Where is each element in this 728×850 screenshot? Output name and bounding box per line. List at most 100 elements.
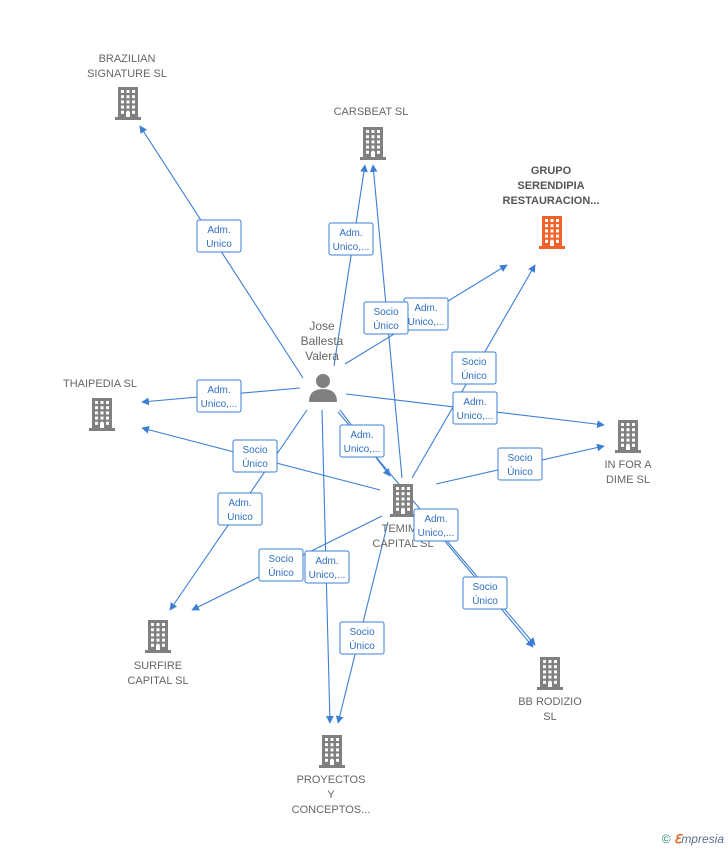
node-label-line: SURFIRE	[134, 660, 182, 672]
building-icon	[115, 87, 141, 120]
building-icon	[537, 657, 563, 690]
node-grupo[interactable]: GRUPOSERENDIPIARESTAURACION...	[503, 165, 600, 249]
edge-label-text: Único	[472, 594, 498, 607]
edge-label-text: Adm.	[414, 303, 437, 314]
node-inforadime[interactable]: IN FOR A DIME SL	[604, 420, 652, 486]
edge-labels-layer: Adm.UnicoAdm.Unico,...Adm.Unico,...Adm.U…	[196, 219, 543, 655]
edge-label-jose-to-brazilian[interactable]: Adm. Unico	[196, 219, 242, 253]
edge-label-text: Socio	[349, 627, 374, 638]
edge-label-jose-to-grupo[interactable]: Adm.Unico,...	[403, 297, 449, 331]
edge-label-text: Unico,...	[457, 411, 494, 422]
edge-label-text: Adm.	[339, 228, 362, 239]
building-icon	[319, 735, 345, 768]
edge-label-text: Unico,...	[344, 444, 381, 455]
copyright-symbol: ©	[661, 832, 671, 846]
node-label-line: GRUPO	[531, 165, 572, 177]
empresia-watermark: © ℇmpresia	[662, 832, 724, 846]
edge-label-box	[258, 548, 304, 582]
node-label-line: CARSBEAT SL	[334, 106, 409, 118]
person-icon	[309, 374, 337, 402]
edge-label-text: Único	[373, 319, 399, 332]
edge-label-jose-to-carsbeat[interactable]: Adm. Unico,...	[328, 222, 374, 256]
edge-label-text: Socio	[461, 357, 486, 368]
edge-label-text: Socio	[242, 445, 267, 456]
edge-label-jose-to-thaipedia[interactable]: Adm. Unico,...	[196, 379, 242, 413]
edge-label-text: Adm.	[207, 385, 230, 396]
node-label-line: THAIPEDIA SL	[63, 378, 137, 390]
node-label-line: RESTAURACION...	[503, 195, 600, 207]
edge-label-text: Único	[507, 465, 533, 478]
node-label-line: SL	[543, 711, 556, 723]
node-surfire[interactable]: SURFIRE CAPITAL SL	[127, 620, 189, 687]
node-label-line: BRAZILIAN	[99, 53, 156, 65]
edge-label-text: Unico	[206, 239, 232, 250]
node-label-line: Y	[327, 789, 335, 801]
node-label-line: CONCEPTOS...	[292, 804, 371, 816]
edge-label-box	[413, 508, 459, 542]
node-label-line: SIGNATURE SL	[87, 68, 167, 80]
nodes-layer: BRAZILIAN SIGNATURE SL CARSBEAT SL GRUPOSER…	[63, 53, 652, 816]
edge-label-box	[497, 447, 543, 481]
edge-label-text: Adm.	[424, 514, 447, 525]
edge-label-jose-to-proyectos[interactable]: Adm.Unico,...	[304, 550, 350, 584]
edge-label-text: Adm.	[315, 556, 338, 567]
building-icon	[145, 620, 171, 653]
edge-label-text: Adm.	[350, 430, 373, 441]
edge-label-box	[196, 379, 242, 413]
edge-label-text: Unico,...	[201, 399, 238, 410]
edge-label-text: Único	[349, 639, 375, 652]
building-icon	[615, 420, 641, 453]
edge-label-box	[462, 576, 508, 610]
edge-label-text: Adm.	[228, 498, 251, 509]
edge-label-jose-to-temima[interactable]: Adm. Unico,...	[339, 424, 385, 458]
node-label-line: IN FOR A	[604, 459, 652, 471]
edge-label-text: Unico,...	[333, 242, 370, 253]
node-label-line: Ballesta	[301, 334, 344, 348]
node-label-line: Jose	[309, 319, 335, 333]
node-thaipedia[interactable]: THAIPEDIA SL	[63, 378, 137, 431]
edge-label-box	[339, 621, 385, 655]
building-icon	[360, 127, 386, 160]
edge-label-text: Unico,...	[418, 528, 455, 539]
edge-label-text: Unico	[227, 512, 253, 523]
building-icon	[89, 398, 115, 431]
node-label-line: Valera	[305, 349, 339, 363]
edge-label-box	[339, 424, 385, 458]
edge-label-box	[232, 439, 278, 473]
edge-label-text: Adm.	[207, 225, 230, 236]
edge-label-box	[452, 391, 498, 425]
edge-label-jose-to-surfire[interactable]: Adm. Unico	[217, 492, 263, 526]
building-icon	[390, 484, 416, 517]
edge-label-box	[196, 219, 242, 253]
node-label-line: PROYECTOS	[297, 774, 366, 786]
node-label-line: DIME SL	[606, 474, 650, 486]
edge-label-text: Adm.	[463, 397, 486, 408]
edge-label-text: Único	[461, 369, 487, 382]
edge-label-text: Socio	[472, 582, 497, 593]
edge-label-box	[363, 301, 409, 335]
edge-label-box	[217, 492, 263, 526]
node-proyectos[interactable]: PROYECTOS Y CONCEPTOS...	[292, 735, 371, 816]
node-carsbeat[interactable]: CARSBEAT SL	[334, 106, 409, 160]
edge-jose-to-carsbeat	[333, 164, 368, 367]
edge-label-text: Socio	[373, 307, 398, 318]
edge-label-text: Socio	[268, 554, 293, 565]
brand-initial: ℇ	[673, 832, 682, 846]
edge-label-text: Socio	[507, 453, 532, 464]
edge-label-box	[304, 550, 350, 584]
edge-label-jose-to-inforadime[interactable]: Adm. Unico,...	[452, 391, 498, 425]
edge-label-text: Único	[268, 566, 294, 579]
node-brazilian[interactable]: BRAZILIAN SIGNATURE SL	[87, 53, 167, 120]
node-label-line: CAPITAL SL	[127, 675, 188, 687]
edge-label-jose-to-bbrodizio[interactable]: Adm. Unico,...	[413, 508, 459, 542]
